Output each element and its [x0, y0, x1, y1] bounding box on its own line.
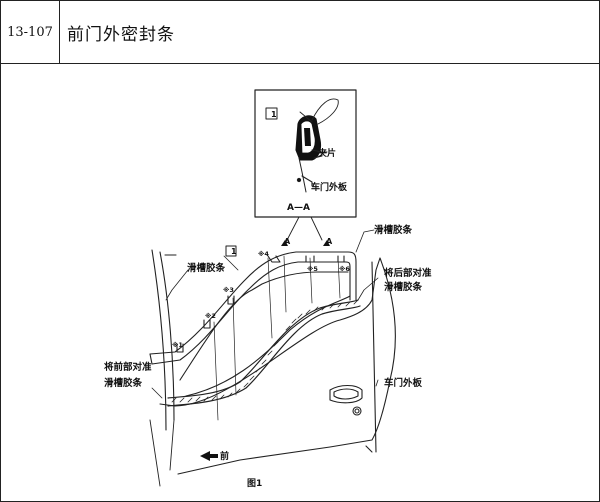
clip-mark-1: ※1	[172, 340, 183, 349]
detail-marker-box	[265, 107, 278, 120]
front-align-label-line2: 滑槽胶条	[104, 377, 143, 389]
main-callout-marker-label: 1	[231, 247, 237, 256]
front-align-label-line1: 将前部对准	[104, 361, 152, 373]
channel-seal	[149, 251, 357, 355]
figure-caption: 图1	[247, 478, 262, 489]
door-handle	[329, 384, 363, 404]
front-label: 前	[220, 450, 229, 462]
main-callout-marker-box	[225, 245, 237, 257]
clip-mark-5: ※5	[307, 264, 318, 273]
section-mark-a2: A	[326, 237, 333, 246]
detail-marker-label: 1	[271, 110, 277, 119]
clip-mark-2: ※2	[205, 311, 216, 320]
rear-align-label-line2: 滑槽胶条	[384, 281, 423, 293]
section-code: 13-107	[1, 1, 60, 63]
detail-section-label: A—A	[287, 203, 310, 213]
clip-mark-6: ※6	[339, 264, 350, 273]
detail-clip-label: 夹片	[318, 147, 336, 159]
left-pillar	[151, 249, 167, 431]
front-arrow-icon	[200, 451, 218, 461]
clip-mark-3: ※3	[223, 285, 234, 294]
clip-mark-4: ※4	[258, 249, 269, 258]
page-title: 前门外密封条	[67, 24, 175, 45]
detail-outer-panel-label: 车门外板	[311, 181, 348, 193]
header-row: 13-107 前门外密封条	[1, 1, 599, 64]
door-outline	[159, 257, 396, 475]
channel-seal-left-label: 滑槽胶条	[187, 262, 226, 274]
outer-panel-label: 车门外板	[384, 377, 423, 389]
detail-inset-frame	[254, 89, 357, 218]
rear-align-label-line1: 将后部对准	[384, 267, 432, 279]
section-mark-a1: A	[284, 237, 291, 246]
channel-seal-top-label: 滑槽胶条	[374, 224, 413, 236]
